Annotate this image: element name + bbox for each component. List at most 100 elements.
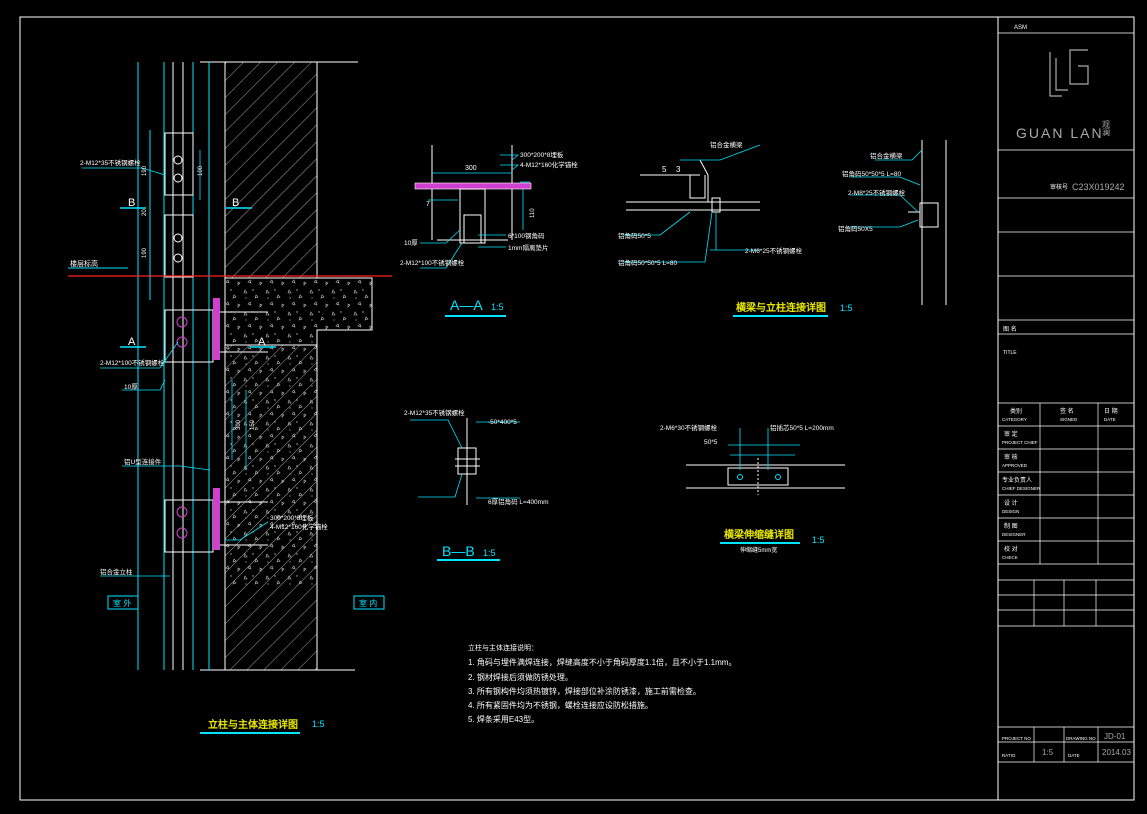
tb-category-en: CATEGORY <box>1002 417 1027 422</box>
main-title: 立柱与主体连接详图 <box>208 718 298 731</box>
label-left-mid: 2-M12*100不锈钢螺栓 <box>100 358 165 367</box>
note-2: 2. 钢材焊接后须做防锈处理。 <box>468 672 573 682</box>
label-left-mid2: 10厚 <box>124 383 138 391</box>
tb-row-2-cn: 专业负责人 <box>1002 476 1032 484</box>
bb-scale: 1:5 <box>483 548 496 558</box>
note-5: 5. 焊条采用E43型。 <box>468 714 539 724</box>
tb-row-2-en: CHIEF DESIGNER <box>1002 486 1041 491</box>
inside-tag: 室 内 <box>359 598 377 608</box>
bc-5: 5 <box>662 165 667 174</box>
bc-scale: 1:5 <box>840 303 853 313</box>
aa-7: 7 <box>426 201 430 208</box>
bb-title: B—B <box>442 543 475 559</box>
dim-20: 20 <box>142 209 148 216</box>
chemical-anchors <box>213 311 268 546</box>
tb-row-4-en: DESIGNER <box>1002 532 1026 537</box>
bb-L: 6厚铝角码 L=400mm <box>488 497 549 506</box>
aa-10: 10厚 <box>404 239 418 247</box>
aa-1mm: 1mm隔离垫片 <box>508 243 548 252</box>
aa-top1: 300*200*8埋板 <box>520 150 564 159</box>
outer-frame <box>19 16 1135 801</box>
top-label: ASM <box>1014 25 1027 31</box>
aa-top2: 4-M12*160化学锚栓 <box>520 160 578 169</box>
tb-row-1-cn: 审 核 <box>1004 453 1018 461</box>
wall-hatch <box>224 61 318 279</box>
tb-category: 类别 <box>1010 407 1022 415</box>
ex-3: 50*5 <box>704 439 718 446</box>
bolt-heads <box>173 155 183 263</box>
dim-300: 300 <box>236 419 242 430</box>
r-3: 2-M8*25不锈钢螺栓 <box>848 188 906 197</box>
ex-scale: 1:5 <box>812 535 825 545</box>
tb-ratio-label: RATIO <box>1002 753 1016 758</box>
guan-lan-logo <box>1049 49 1089 97</box>
project-code: C23X019242 <box>1072 182 1125 192</box>
aa-6x100: 6*100钢角码 <box>508 231 545 240</box>
anchor-bolts <box>176 316 188 539</box>
label-left-lower: 铝U型连接件 <box>124 457 162 466</box>
note-3: 3. 所有钢构件均须热镀锌，焊接部位补涂防锈漆，施工前需检查。 <box>468 686 701 696</box>
main-scale: 1:5 <box>312 719 325 729</box>
tb-drawing-no-label: DRAWING NO <box>1066 736 1096 741</box>
main-elevation <box>68 61 392 671</box>
note-1: 1. 角码与埋件满焊连接，焊缝高度不小于角码厚度1.1倍，且不小于1.1mm。 <box>468 657 736 667</box>
tb-signed: 签 名 <box>1060 407 1074 415</box>
logo-text: GUAN LAN <box>1016 125 1104 141</box>
bc-title: 横梁与立柱连接详图 <box>736 301 826 314</box>
tb-row-4-cn: 制 图 <box>1004 522 1018 530</box>
r-2: 铝角码50*50*5 L=80 <box>842 169 901 178</box>
tb-row-5-en: CHECK <box>1002 555 1018 560</box>
section-a-left: A <box>128 336 136 348</box>
elevation-leaders <box>82 167 269 577</box>
tb-date-h: 日 期 <box>1104 407 1118 415</box>
dim-100: 100 <box>198 165 204 176</box>
tb-scale: 1:5 <box>1042 748 1054 757</box>
tb-row-1-en: APPROVED <box>1002 463 1028 468</box>
label-embed-plate: 300*200*8埋板 <box>270 513 314 522</box>
elevation-dims <box>149 133 247 470</box>
section-aa-drawing <box>414 145 532 269</box>
note-4: 4. 所有紧固件均为不锈钢，螺栓连接应设防松措施。 <box>468 700 653 710</box>
tb-date-label: DATE <box>1068 753 1080 758</box>
inside-tag-box <box>353 595 385 610</box>
ex-sub: 伸缩缝5mm宽 <box>740 546 777 554</box>
dim-190b: 190 <box>142 247 148 258</box>
r-1: 铝合金横梁 <box>870 151 903 160</box>
aa-scale: 1:5 <box>491 302 504 312</box>
aa-110: 110 <box>530 208 536 218</box>
bb-50: -50*400*5 <box>488 419 517 426</box>
label-left-upper: 2-M12*35不锈钢螺栓 <box>80 158 141 167</box>
tb-title-en: TITLE <box>1003 350 1017 356</box>
outside-tag: 室 外 <box>113 598 131 608</box>
section-a-right: A <box>258 336 266 348</box>
label-embed-bolt: 4-M12*160化学锚栓 <box>270 522 328 531</box>
r-4: 铝角码50X5 <box>838 224 873 233</box>
ex-title: 横梁伸缩缝详图 <box>724 528 794 541</box>
bc-2: 铝角码50*5 <box>618 231 651 240</box>
embed-plates <box>213 298 220 550</box>
aa-300: 300 <box>465 165 477 172</box>
bb-bolt: 2-M12*35不锈钢螺栓 <box>404 408 465 417</box>
dim-190a: 190 <box>142 165 148 176</box>
ex-1: 2-M6*30不锈钢螺栓 <box>660 423 718 432</box>
tb-date-h-en: DATE <box>1104 417 1116 422</box>
tb-signed-en: SIGNED <box>1060 417 1078 422</box>
expansion-joint-drawing <box>686 428 845 495</box>
beam-column-drawing <box>622 144 761 263</box>
aa-bolt: 2-M12*100不锈钢螺栓 <box>400 258 465 267</box>
outside-tag-box <box>107 595 139 610</box>
label-left-bottom: 铝合金立柱 <box>100 567 133 576</box>
approval-label: 审核号 <box>1050 183 1068 191</box>
bc-3: 3 <box>676 165 681 174</box>
tb-row-0-en: PROJECT CHIEF <box>1002 440 1038 445</box>
label-floor-level: 楼层标高 <box>70 259 98 268</box>
section-b-left: B <box>128 197 135 209</box>
aa-title: A—A <box>450 297 483 313</box>
connection-blocks <box>164 132 214 553</box>
clip-detail-drawing <box>850 140 947 305</box>
tb-title-label: 图 名 <box>1003 325 1017 333</box>
bc-4: 2-M6*25不锈钢螺栓 <box>745 246 803 255</box>
logo-vertical: 观澜 <box>1102 120 1111 136</box>
bc-3b: 铝角码50*50*5 L=80 <box>618 258 677 267</box>
